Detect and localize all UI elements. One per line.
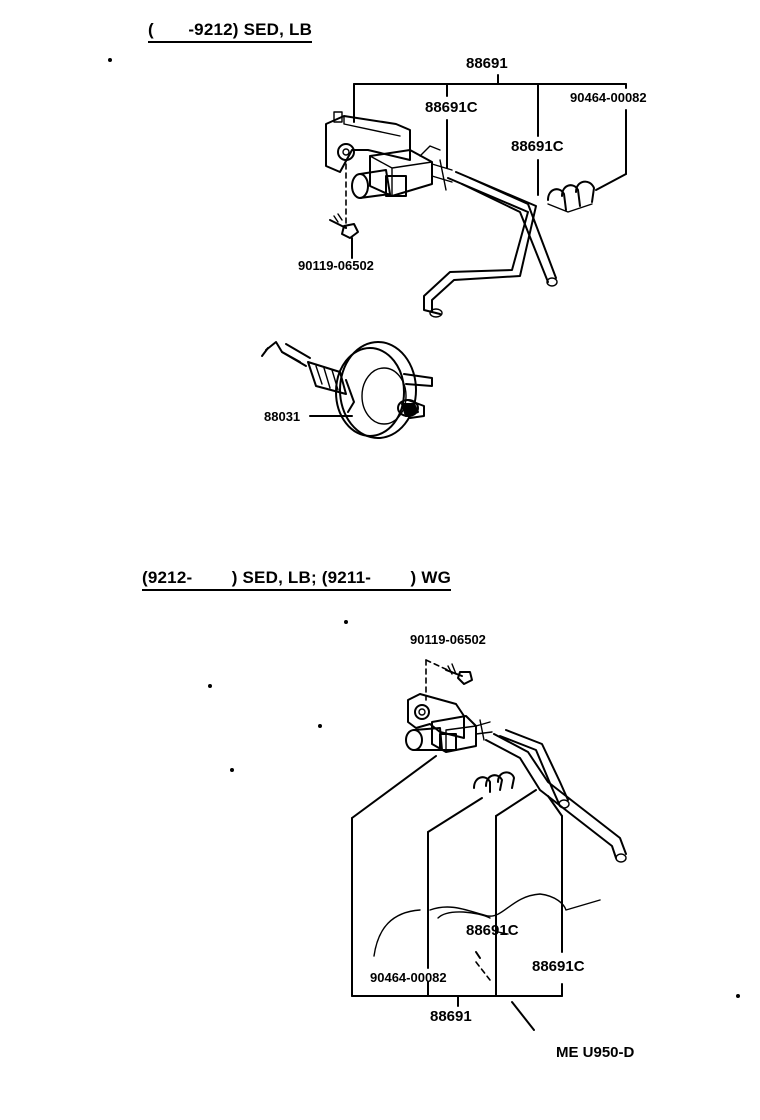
section-1-hose-long [423, 171, 537, 318]
section-2-hose-long [485, 733, 627, 863]
section-2-hose-short [499, 729, 570, 809]
section-1-heading: ( -9212) SED, LB [148, 20, 313, 43]
section-1-label-hose-b: 88691C [511, 138, 564, 155]
section-2-label-assembly: 88691 [430, 1008, 472, 1025]
section-1-clamps [547, 180, 595, 213]
section-1-label-actuator: 88031 [264, 409, 301, 424]
section-2-label-clamp: 90464-00082 [370, 970, 447, 985]
section-1-hose-short [461, 177, 558, 287]
section-2-engine-outline [373, 893, 601, 957]
diagram-code: ME U950-D [556, 1044, 635, 1061]
section-1-vsv-valve [325, 111, 453, 199]
section-1-label-assembly: 88691 [466, 55, 508, 72]
section-2-bolt [425, 659, 473, 701]
section-2-label-bolt: 90119-06502 [410, 632, 486, 647]
section-2-callout-lines [351, 755, 563, 1031]
section-1-label-hose-a: 88691C [425, 99, 478, 116]
scan-specks [108, 58, 740, 998]
section-1-bolt [329, 163, 359, 259]
section-2-vsv-valve [405, 693, 493, 753]
section-1-label-bolt: 90119-06502 [298, 258, 374, 273]
section-2-clamps [473, 771, 515, 793]
section-2-heading: (9212- ) SED, LB; (9211- ) WG [142, 568, 451, 591]
section-2-label-hose-a: 88691C [466, 922, 519, 939]
section-1-label-clamp: 90464-00082 [570, 90, 647, 105]
section-1-actuator [261, 341, 433, 439]
section-1-callout-lines [353, 74, 627, 196]
section-2-label-hose-b: 88691C [532, 958, 585, 975]
